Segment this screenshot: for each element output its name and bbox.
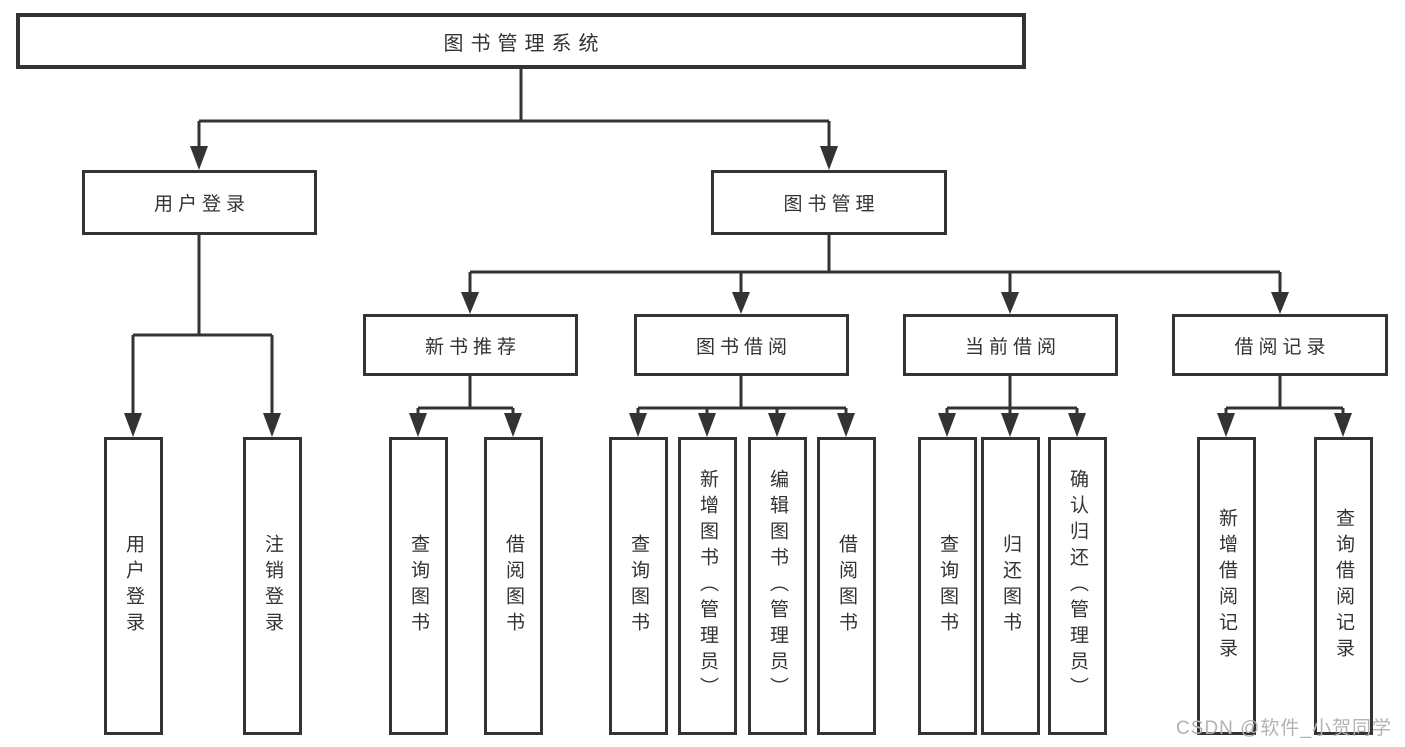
leaf-label: 借阅图书 xyxy=(503,534,524,638)
connector-root-to-level2 xyxy=(197,69,831,148)
arrowhead-icon xyxy=(1217,413,1235,437)
arrowhead-icon xyxy=(409,413,427,437)
leaf-confirm-return-admin: 确认归还（管理员） xyxy=(1048,437,1107,735)
leaf-label: 查询图书 xyxy=(937,534,958,638)
connector-book-borrow-to-leaves xyxy=(636,376,848,415)
leaf-label: 确认归还（管理员） xyxy=(1067,469,1088,703)
node-label: 图书借阅 xyxy=(695,336,792,358)
watermark: CSDN @软件_小贺同学 xyxy=(1176,718,1392,739)
arrowhead-icon xyxy=(837,413,855,437)
node-library-system: 图书管理系统 xyxy=(16,13,1026,69)
leaf-query-books-borrow: 查询图书 xyxy=(609,437,668,735)
arrowhead-icon xyxy=(1271,292,1289,314)
node-label: 当前借阅 xyxy=(964,336,1061,358)
arrowhead-icon xyxy=(190,146,208,170)
arrowhead-icon xyxy=(504,413,522,437)
leaf-label: 借阅图书 xyxy=(836,534,857,638)
arrowhead-icon xyxy=(1001,413,1019,437)
leaf-add-borrow-record: 新增借阅记录 xyxy=(1197,437,1256,735)
leaf-label: 查询图书 xyxy=(408,534,429,638)
node-book-management: 图书管理 xyxy=(711,170,947,235)
arrowhead-icon xyxy=(1068,413,1086,437)
arrowhead-icon xyxy=(768,413,786,437)
leaf-logout: 注销登录 xyxy=(243,437,302,735)
leaf-edit-books-admin: 编辑图书（管理员） xyxy=(748,437,807,735)
leaf-label: 注销登录 xyxy=(262,534,283,638)
node-label: 借阅记录 xyxy=(1234,336,1331,358)
node-new-book-recommend: 新书推荐 xyxy=(363,314,578,376)
node-label: 图书管理系统 xyxy=(443,32,606,55)
arrowhead-icon xyxy=(698,413,716,437)
arrowhead-icon xyxy=(629,413,647,437)
node-borrow-records: 借阅记录 xyxy=(1172,314,1388,376)
connector-user-login-to-leaves xyxy=(131,235,274,415)
leaf-query-borrow-record: 查询借阅记录 xyxy=(1314,437,1373,735)
leaf-label: 用户登录 xyxy=(123,534,144,638)
connector-borrow-records-to-leaves xyxy=(1224,376,1345,415)
leaf-borrow-books: 借阅图书 xyxy=(817,437,876,735)
arrowhead-icon xyxy=(1334,413,1352,437)
leaf-query-books-recommend: 查询图书 xyxy=(389,437,448,735)
leaf-label: 查询借阅记录 xyxy=(1333,508,1354,664)
leaf-label: 归还图书 xyxy=(1000,534,1021,638)
arrowhead-icon xyxy=(732,292,750,314)
leaf-user-login: 用户登录 xyxy=(104,437,163,735)
node-book-borrow: 图书借阅 xyxy=(634,314,849,376)
leaf-label: 查询图书 xyxy=(628,534,649,638)
arrowhead-icon xyxy=(938,413,956,437)
leaf-add-books-admin: 新增图书（管理员） xyxy=(678,437,737,735)
node-label: 用户登录 xyxy=(153,194,250,215)
leaf-label: 新增图书（管理员） xyxy=(697,469,718,703)
leaf-return-books: 归还图书 xyxy=(981,437,1040,735)
arrowhead-icon xyxy=(263,413,281,437)
arrowhead-icon xyxy=(461,292,479,314)
connector-current-borrow-to-leaves xyxy=(945,376,1079,415)
leaf-query-books-current: 查询图书 xyxy=(918,437,977,735)
node-user-login: 用户登录 xyxy=(82,170,317,235)
arrowhead-icon xyxy=(124,413,142,437)
node-current-borrow: 当前借阅 xyxy=(903,314,1118,376)
arrowhead-icon xyxy=(820,146,838,170)
arrowhead-icon xyxy=(1001,292,1019,314)
connector-book-management-to-level3 xyxy=(468,235,1282,294)
node-label: 图书管理 xyxy=(783,194,880,215)
leaf-label: 新增借阅记录 xyxy=(1216,508,1237,664)
connector-new-book-to-leaves xyxy=(416,376,515,415)
leaf-label: 编辑图书（管理员） xyxy=(767,469,788,703)
node-label: 新书推荐 xyxy=(424,336,521,358)
leaf-borrow-books-recommend: 借阅图书 xyxy=(484,437,543,735)
